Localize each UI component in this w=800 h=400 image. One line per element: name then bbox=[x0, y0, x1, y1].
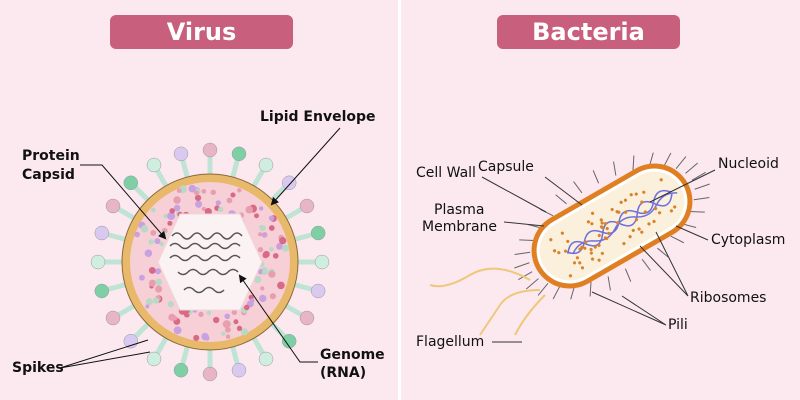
flagellum bbox=[430, 269, 545, 335]
spike bbox=[271, 323, 296, 348]
spike bbox=[253, 158, 273, 188]
spike bbox=[147, 158, 167, 188]
label-protein-capsid-line1: Protein bbox=[22, 147, 80, 165]
label-plasma-membrane-line2: Membrane bbox=[422, 218, 497, 236]
spike bbox=[95, 284, 127, 298]
label-genome-line1: Genome bbox=[320, 346, 385, 364]
spike bbox=[253, 336, 273, 366]
label-cytoplasm: Cytoplasm bbox=[711, 231, 785, 249]
label-pili: Pili bbox=[668, 316, 688, 334]
label-genome-line2: (RNA) bbox=[320, 364, 366, 382]
spike bbox=[293, 284, 325, 298]
label-spikes: Spikes bbox=[12, 359, 64, 377]
label-lipid-envelope: Lipid Envelope bbox=[260, 108, 376, 126]
spike bbox=[174, 345, 188, 377]
spike bbox=[232, 345, 246, 377]
cytoplasm bbox=[529, 161, 696, 292]
label-protein-capsid-line2: Capsid bbox=[22, 166, 75, 184]
spike bbox=[284, 199, 314, 219]
spike bbox=[106, 199, 136, 219]
spike bbox=[174, 147, 188, 179]
label-nucleoid: Nucleoid bbox=[718, 155, 779, 173]
spike bbox=[232, 147, 246, 179]
label-capsule: Capsule bbox=[478, 158, 534, 176]
spike bbox=[124, 323, 149, 348]
label-cell-wall: Cell Wall bbox=[416, 164, 476, 182]
spike bbox=[203, 143, 217, 176]
spike bbox=[293, 226, 325, 240]
spike bbox=[106, 305, 136, 325]
spike bbox=[124, 176, 149, 201]
spike bbox=[95, 226, 127, 240]
label-ribosomes: Ribosomes bbox=[690, 289, 766, 307]
spike bbox=[271, 176, 296, 201]
label-plasma-membrane-line1: Plasma bbox=[434, 201, 484, 219]
virus-core bbox=[158, 214, 262, 310]
spike bbox=[147, 336, 167, 366]
spike bbox=[203, 348, 217, 381]
spike bbox=[91, 255, 124, 269]
spike bbox=[284, 305, 314, 325]
spike bbox=[296, 255, 329, 269]
label-flagellum: Flagellum bbox=[416, 333, 484, 351]
